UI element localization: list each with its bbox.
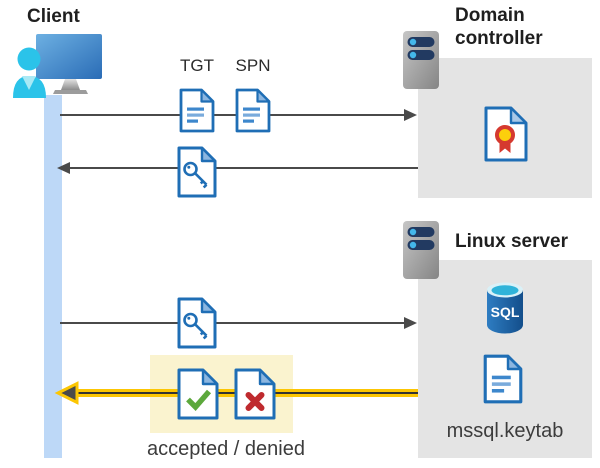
- keytab-document-icon: [483, 354, 523, 404]
- key-ticket-icon-dc-reply: [177, 146, 217, 198]
- tgt-label: TGT: [180, 56, 214, 75]
- sql-database-icon: SQL: [487, 282, 523, 334]
- denied-document-icon: [234, 368, 276, 420]
- client-monitor-icon: [36, 34, 102, 94]
- client-title: Client: [27, 6, 80, 27]
- sql-database-label: SQL: [491, 304, 520, 320]
- client-lifeline: [44, 95, 62, 458]
- keytab-filename: mssql.keytab: [446, 420, 564, 442]
- spn-label: SPN: [235, 56, 271, 75]
- arrow-client-to-dc: [60, 109, 417, 121]
- domain-controller-title: Domain controller: [455, 5, 543, 49]
- linux-server-title: Linux server: [455, 231, 568, 252]
- arrow-dc-to-client: [57, 162, 418, 174]
- spn-document-icon: [235, 88, 271, 133]
- tgt-document-icon: [179, 88, 215, 133]
- result-caption: accepted / denied: [147, 438, 305, 460]
- arrow-client-to-linux: [60, 317, 417, 329]
- linux-server-icon: [403, 221, 439, 279]
- certificate-document-icon: [484, 106, 528, 162]
- client-person-icon: [13, 47, 46, 98]
- domain-controller-server-icon: [403, 31, 439, 89]
- client-icon: [13, 34, 102, 98]
- accepted-document-icon: [177, 368, 219, 420]
- key-ticket-icon-linux-request: [177, 297, 217, 349]
